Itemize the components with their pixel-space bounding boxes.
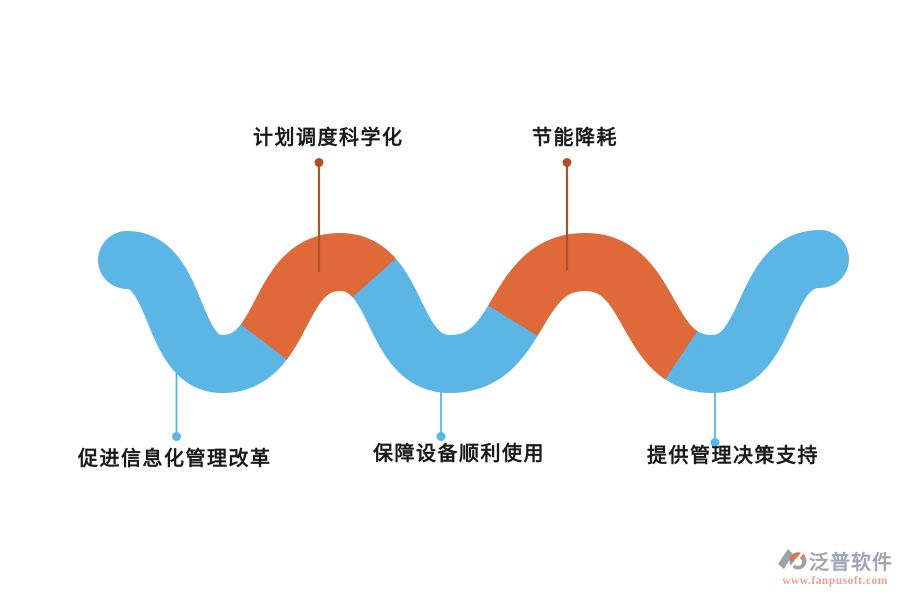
connector-dot-planning — [314, 158, 324, 167]
watermark: 泛普软件 www.fanpusoft.com — [770, 548, 900, 587]
connector-dot-decision — [710, 438, 720, 447]
label-decision-support: 提供管理决策支持 — [647, 443, 819, 467]
wave-orange-segment-2 — [488, 232, 700, 380]
wave-orange-segment-1 — [240, 232, 396, 360]
label-equipment-smooth-use: 保障设备顺利使用 — [373, 441, 545, 465]
fanpu-logo-icon — [778, 549, 807, 572]
wave-blue-path — [98, 230, 849, 394]
connector-dot-equipment — [436, 432, 446, 441]
connector-dot-info-reform — [172, 432, 181, 441]
label-info-management-reform: 促进信息化管理改革 — [78, 446, 272, 470]
label-energy-saving: 节能降耗 — [532, 125, 618, 149]
label-planning-scheduling: 计划调度科学化 — [253, 125, 404, 149]
watermark-brand-text: 泛普软件 — [809, 549, 893, 574]
connector-dot-energy — [562, 158, 572, 167]
watermark-url-text: www.fanpusoft.com — [782, 575, 888, 587]
